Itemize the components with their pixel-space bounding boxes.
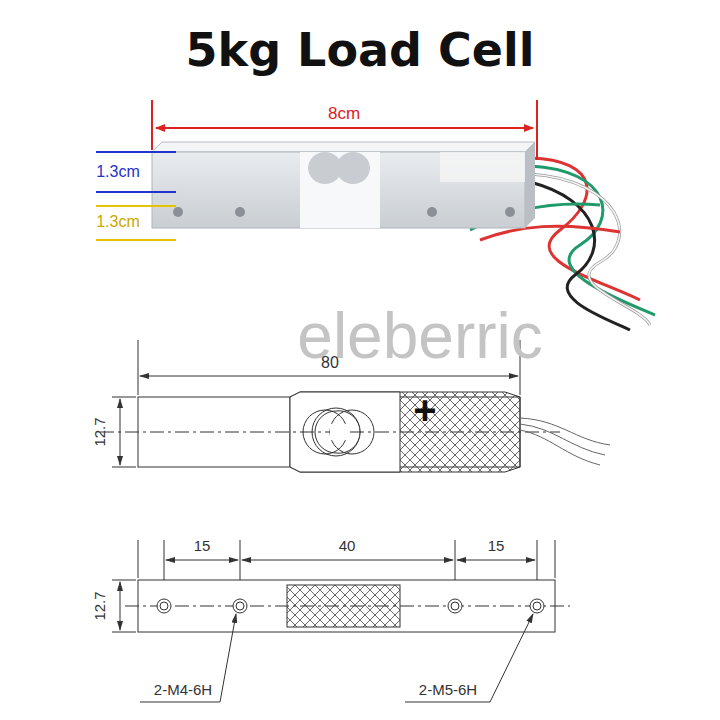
dimension-label: 15 [488, 538, 505, 555]
polarity-symbol: + [413, 388, 436, 432]
thread-label: 2-M4-6H [154, 682, 212, 699]
dimension-label: 12.7 [92, 591, 109, 620]
dimension-label: 80 [321, 354, 339, 372]
dimension-label: 15 [194, 538, 211, 555]
dimension-label: 12.7 [92, 417, 109, 446]
thread-label: 2-M5-6H [419, 682, 477, 699]
dimension-label: 40 [339, 538, 356, 555]
dimension-label: 1.3cm [96, 163, 140, 181]
dimension-label: 1.3cm [96, 213, 140, 231]
title: 5kg Load Cell [186, 25, 535, 76]
dimension-label: 8cm [328, 105, 360, 124]
